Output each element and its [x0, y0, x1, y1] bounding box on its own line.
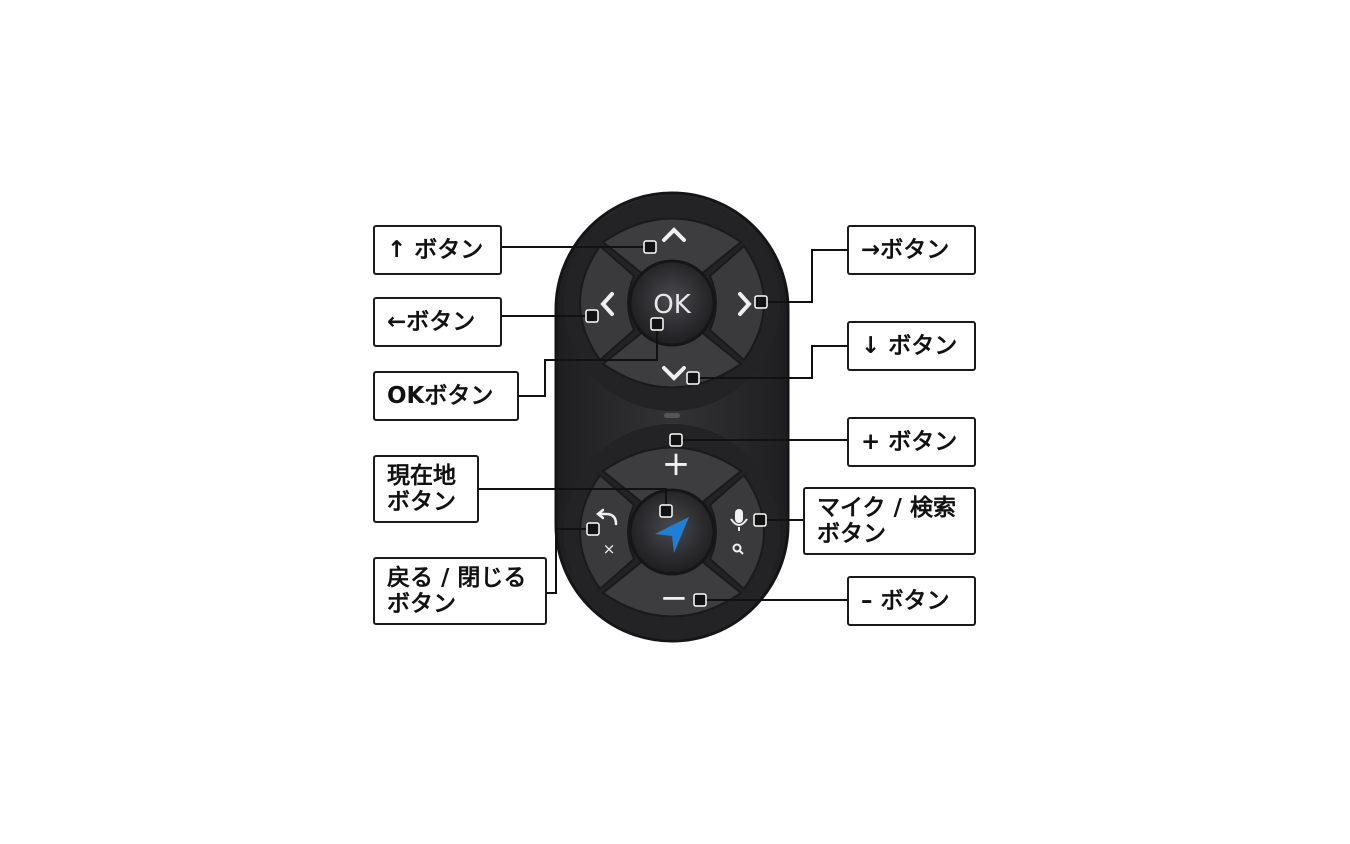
label-plus-button: + ボタン	[847, 417, 976, 467]
back-close-button[interactable]	[579, 473, 636, 591]
connector-current-location	[477, 488, 667, 510]
label-back-close-button: 戻る / 閉じる ボタン	[373, 557, 547, 625]
chevron-left-icon	[600, 292, 614, 316]
marker-down	[686, 371, 700, 385]
label-mic-search-button: マイク / 検索 ボタン	[803, 487, 976, 555]
label-back-close-line2: ボタン	[387, 591, 456, 617]
label-back-close-line1: 戻る / 閉じる	[387, 565, 527, 591]
label-down-button-text: ↓ ボタン	[861, 333, 958, 359]
marker-current-location	[659, 504, 673, 518]
connector-down	[693, 345, 847, 379]
marker-up	[643, 240, 657, 254]
label-up-button: ↑ ボタン	[373, 225, 502, 275]
connector-ok	[517, 324, 658, 397]
marker-plus	[669, 433, 683, 447]
plus-icon: +	[662, 444, 691, 484]
marker-left	[585, 309, 599, 323]
microphone-icon	[730, 509, 748, 531]
label-right-button-text: →ボタン	[861, 237, 950, 263]
label-down-button: ↓ ボタン	[847, 321, 976, 371]
label-current-location-button: 現在地 ボタン	[373, 455, 479, 523]
mic-search-button[interactable]	[708, 473, 765, 591]
status-indicator	[664, 413, 680, 418]
label-left-button-text: ←ボタン	[387, 309, 476, 335]
label-left-button: ←ボタン	[373, 297, 502, 347]
navigation-arrow-icon	[655, 517, 689, 553]
chevron-up-icon	[662, 227, 686, 242]
connector-back-close	[545, 528, 593, 594]
marker-minus	[693, 593, 707, 607]
label-up-button-text: ↑ ボタン	[387, 237, 484, 263]
marker-ok	[650, 317, 664, 331]
label-minus-button: – ボタン	[847, 576, 976, 626]
right-button[interactable]	[708, 244, 765, 362]
chevron-down-icon	[662, 366, 686, 381]
back-icon	[595, 508, 618, 526]
chevron-right-icon	[738, 292, 752, 316]
search-icon	[732, 543, 744, 555]
marker-mic-search	[753, 513, 767, 527]
label-current-location-line2: ボタン	[387, 489, 456, 515]
label-current-location-line1: 現在地	[387, 463, 456, 489]
marker-back-close	[586, 522, 600, 536]
close-icon: ×	[603, 540, 616, 558]
connector-right	[761, 249, 847, 303]
label-mic-search-line2: ボタン	[817, 521, 886, 547]
label-ok-button-text: OKボタン	[387, 383, 494, 409]
minus-icon: −	[660, 578, 689, 618]
label-right-button: →ボタン	[847, 225, 976, 275]
label-plus-button-text: + ボタン	[861, 429, 958, 455]
label-mic-search-line1: マイク / 検索	[817, 495, 956, 521]
marker-right	[754, 295, 768, 309]
ok-button-text: OK	[653, 290, 691, 320]
label-ok-button: OKボタン	[373, 371, 519, 421]
label-minus-button-text: – ボタン	[861, 588, 950, 614]
